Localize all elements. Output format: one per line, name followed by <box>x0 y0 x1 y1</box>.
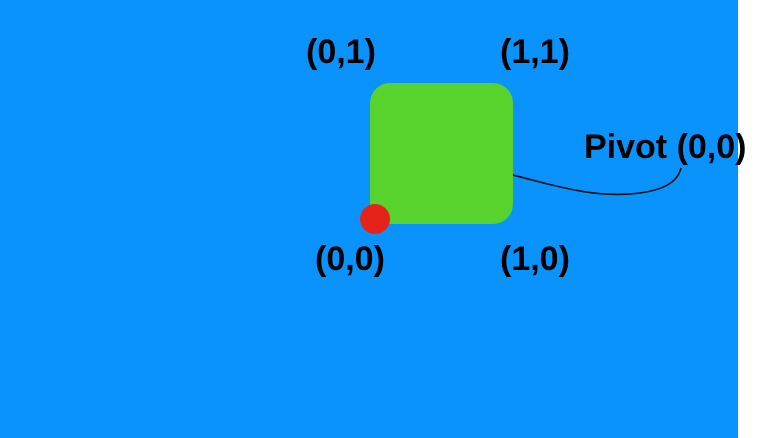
corner-label-bottom-left: (0,0) <box>315 240 385 278</box>
corner-label-bottom-right: (1,0) <box>500 240 570 278</box>
sprite-square <box>370 83 513 224</box>
corner-label-top-left: (0,1) <box>306 33 376 71</box>
right-margin <box>738 0 775 438</box>
pivot-label: Pivot (0,0) <box>584 128 747 166</box>
pivot-dot <box>360 204 390 234</box>
diagram-canvas: (0,1) (1,1) (0,0) (1,0) <box>0 0 738 438</box>
corner-label-top-right: (1,1) <box>500 33 570 71</box>
